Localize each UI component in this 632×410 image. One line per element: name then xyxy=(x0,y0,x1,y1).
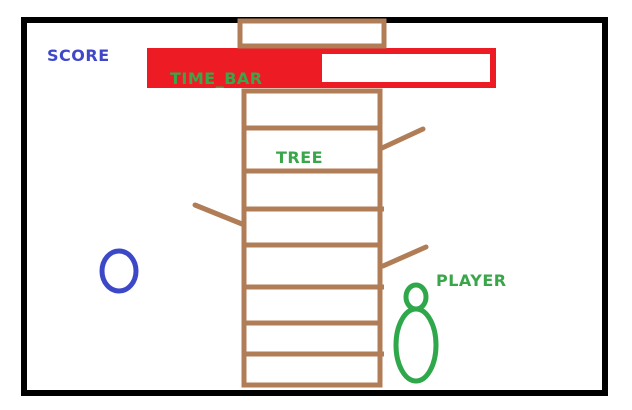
tree-trunk xyxy=(241,88,383,388)
player-body xyxy=(393,306,439,384)
time-bar xyxy=(147,48,496,88)
time-bar-remaining-empty xyxy=(322,54,490,82)
player-head xyxy=(403,282,429,312)
tree-branch-right-upper xyxy=(379,126,426,151)
tree-top-segment xyxy=(237,18,387,49)
tree-branch-left xyxy=(192,202,245,227)
tree-segment-dividers xyxy=(244,125,384,357)
player-character[interactable] xyxy=(393,282,439,384)
tree-branch-right-lower xyxy=(380,244,429,269)
target-ring xyxy=(99,248,139,294)
